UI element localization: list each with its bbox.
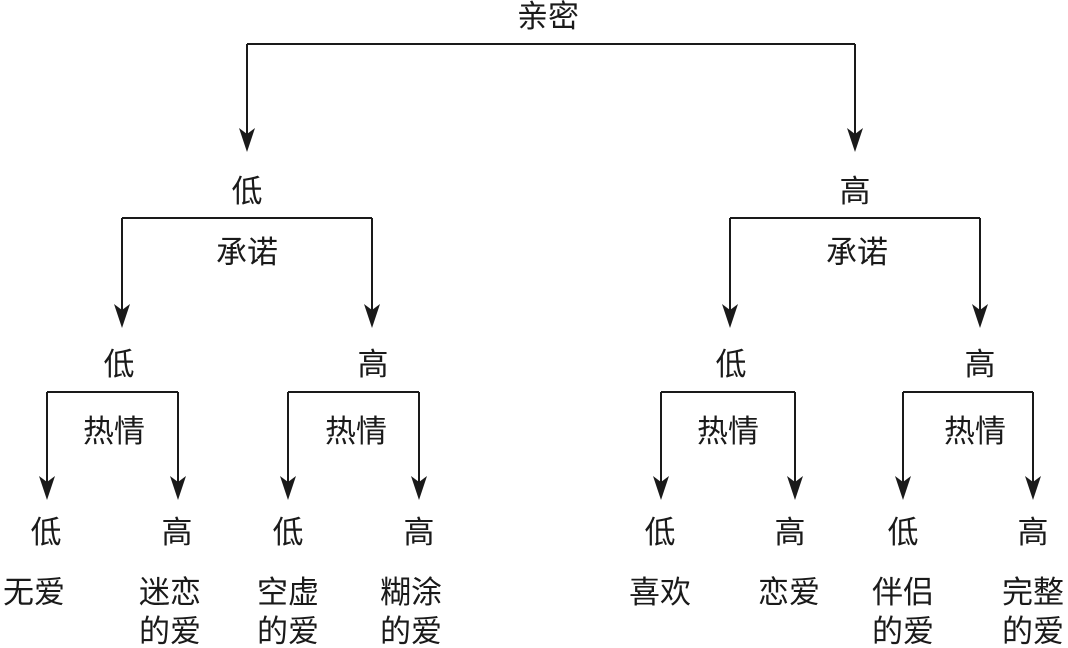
love-type-line1: 伴侣 [872,575,934,611]
arrowhead [170,476,186,500]
love-type-line1: 完整 [1002,575,1064,611]
love-type-line1: 无爱 [3,575,65,611]
arrow-down-icon [411,392,427,500]
arrowhead [847,128,863,152]
commitment-label-left: 承诺 [216,235,278,271]
commitment-high-value-d: 高 [965,347,996,383]
intimacy-high-value: 高 [840,174,871,210]
passion-connector-c [653,391,803,500]
arrowhead [364,304,380,328]
arrowhead [1025,476,1041,500]
passion-label-a: 热情 [83,414,145,450]
love-type-companionate: 伴侣 的爱 [872,575,934,648]
love-type-line2: 的爱 [380,614,442,648]
passion-value-2: 高 [162,515,193,551]
arrow-down-icon [1025,392,1041,500]
love-type-line2: 的爱 [1002,614,1064,648]
arrow-down-icon [170,392,186,500]
arrowhead [411,476,427,500]
love-type-line1: 恋爱 [758,575,820,611]
passion-connector-a [39,391,186,500]
love-type-line1: 空虚 [257,575,319,611]
love-type-consummate: 完整 的爱 [1002,575,1064,648]
passion-connector-d [895,391,1041,500]
passion-value-3: 低 [273,515,304,551]
love-type-line2: 的爱 [257,614,319,648]
passion-value-6: 高 [775,515,806,551]
love-type-romantic: 恋爱 [758,575,820,611]
commitment-low-value-a: 低 [104,347,135,383]
love-type-fatuous: 糊涂 的爱 [380,575,442,648]
arrowhead [787,476,803,500]
arrowhead [39,476,55,500]
arrow-down-icon [239,44,255,152]
love-type-line1: 迷恋 [139,575,201,611]
passion-label-c: 热情 [697,414,759,450]
love-type-empty: 空虚 的爱 [257,575,319,648]
arrow-down-icon [787,392,803,500]
love-type-infatuated: 迷恋 的爱 [139,575,201,648]
arrowhead [972,304,988,328]
commitment-low-value-c: 低 [716,347,747,383]
love-type-line1: 喜欢 [629,575,691,611]
love-type-liking: 喜欢 [629,575,691,611]
root-label: 亲密 [517,0,579,35]
love-type-line2: 的爱 [872,614,934,648]
arrowhead [280,476,296,500]
arrowhead [239,128,255,152]
passion-value-1: 低 [31,515,62,551]
arrow-down-icon [972,218,988,328]
intimacy-low-value: 低 [232,174,263,210]
arrow-down-icon [653,392,669,500]
arrowhead [653,476,669,500]
commitment-label-right: 承诺 [826,235,888,271]
passion-value-7: 低 [888,515,919,551]
arrow-down-icon [722,218,738,328]
commitment-connector-right [722,217,988,328]
passion-value-5: 低 [645,515,676,551]
passion-label-d: 热情 [944,414,1006,450]
arrow-down-icon [895,392,911,500]
arrow-down-icon [847,44,863,152]
passion-value-4: 高 [404,515,435,551]
arrow-down-icon [114,218,130,328]
commitment-high-value-b: 高 [358,347,389,383]
arrow-down-icon [280,392,296,500]
arrowhead [895,476,911,500]
passion-value-8: 高 [1018,515,1049,551]
love-type-line2: 的爱 [139,614,201,648]
arrowhead [114,304,130,328]
passion-label-b: 热情 [325,414,387,450]
love-type-line1: 糊涂 [380,575,442,611]
arrowhead [722,304,738,328]
arrow-down-icon [364,218,380,328]
root-connector [239,43,863,152]
arrow-down-icon [39,392,55,500]
commitment-connector-left [114,217,380,328]
love-type-nonlove: 无爱 [3,575,65,611]
passion-connector-b [280,391,427,500]
